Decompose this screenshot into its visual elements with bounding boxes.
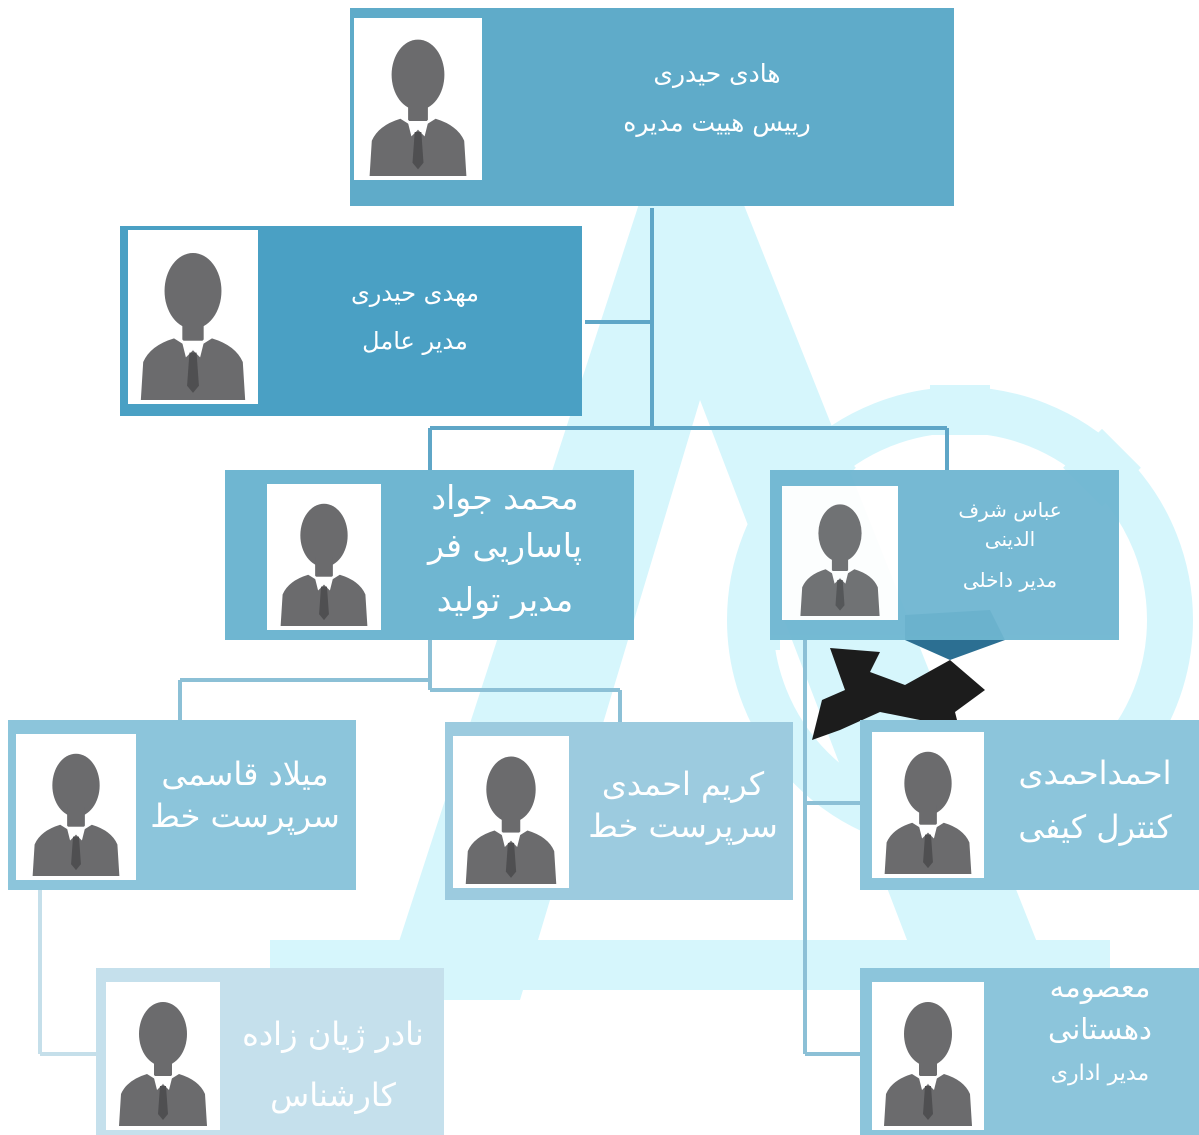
node-title: مدیر عامل bbox=[362, 327, 468, 355]
avatar bbox=[267, 484, 381, 630]
node-title: مدیر داخلی bbox=[962, 568, 1058, 592]
avatar bbox=[128, 230, 258, 404]
node-name: کریم احمدی bbox=[601, 765, 765, 803]
node-milad[interactable]: میلاد قاسمی سرپرست خط bbox=[8, 720, 356, 890]
node-nader[interactable]: نادر ژیان زاده کارشناس bbox=[96, 968, 444, 1135]
node-name: مهدی حیدری bbox=[351, 279, 479, 307]
node-name-line2: پاساریی فر bbox=[427, 525, 583, 565]
person-icon bbox=[132, 234, 254, 400]
node-name: هادی حیدری bbox=[653, 59, 781, 88]
node-name: میلاد قاسمی bbox=[161, 755, 329, 793]
node-name: نادر ژیان زاده bbox=[242, 1015, 424, 1053]
node-title: سرپرست خط bbox=[150, 796, 340, 835]
person-icon bbox=[271, 488, 377, 626]
person-icon bbox=[110, 986, 216, 1126]
person-icon bbox=[786, 490, 894, 616]
person-icon bbox=[876, 736, 980, 874]
dark-gear-fragment bbox=[812, 648, 985, 740]
node-abbas[interactable]: عباس شرف الدینی مدیر داخلی bbox=[770, 470, 1119, 640]
avatar bbox=[453, 736, 569, 888]
person-icon bbox=[457, 740, 565, 884]
node-name-line1: عباس شرف bbox=[958, 498, 1062, 522]
node-hadi[interactable]: هادی حیدری رییس هییت مدیره bbox=[350, 8, 954, 206]
node-title: کنترل کیفی bbox=[1018, 808, 1172, 847]
node-name-line2: دهستانی bbox=[1048, 1012, 1152, 1047]
node-title: رییس هییت مدیره bbox=[623, 108, 811, 138]
node-name-line1: محمد جواد bbox=[431, 478, 579, 517]
node-name-line1: معصومه bbox=[1049, 970, 1151, 1004]
node-title: مدیر تولید bbox=[436, 579, 574, 619]
node-javad[interactable]: محمد جواد پاساریی فر مدیر تولید bbox=[225, 470, 634, 640]
person-icon bbox=[876, 986, 980, 1126]
node-name: احمداحمدی bbox=[1018, 754, 1172, 792]
person-icon bbox=[358, 22, 478, 176]
node-title: سرپرست خط bbox=[588, 806, 778, 845]
person-icon bbox=[20, 738, 132, 876]
avatar bbox=[872, 982, 984, 1130]
node-mahdi[interactable]: مهدی حیدری مدیر عامل bbox=[120, 226, 582, 416]
node-name-line2: الدینی bbox=[984, 527, 1036, 551]
avatar bbox=[872, 732, 984, 878]
avatar bbox=[106, 982, 220, 1130]
node-masoumeh[interactable]: معصومه دهستانی مدیر اداری bbox=[860, 968, 1199, 1135]
avatar bbox=[782, 486, 898, 620]
node-title: کارشناس bbox=[270, 1075, 396, 1114]
node-title: مدیر اداری bbox=[1050, 1061, 1150, 1087]
node-ahmad[interactable]: احمداحمدی کنترل کیفی bbox=[860, 720, 1199, 890]
node-karim[interactable]: کریم احمدی سرپرست خط bbox=[445, 722, 793, 900]
avatar bbox=[354, 18, 482, 180]
avatar bbox=[16, 734, 136, 880]
